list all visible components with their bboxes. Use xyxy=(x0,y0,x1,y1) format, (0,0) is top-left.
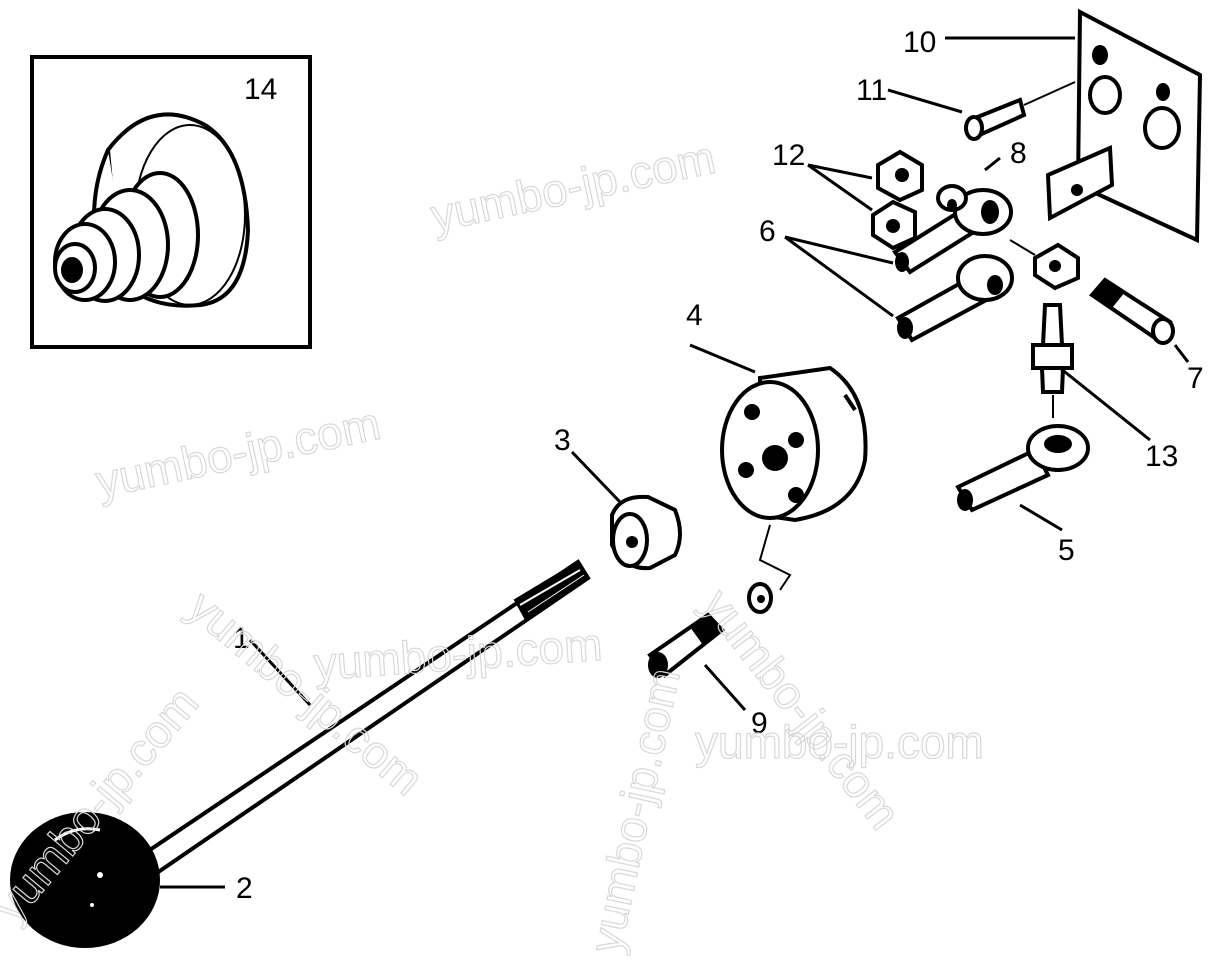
part-11-screw xyxy=(887,81,1076,141)
inset-part-14: 14 xyxy=(30,55,312,349)
part-5-rod-end xyxy=(955,424,1090,532)
watermark-text: yumbo-jp.com xyxy=(426,131,719,242)
callout-12: 12 xyxy=(772,139,805,172)
watermark-text: yumbo-jp.com xyxy=(312,618,604,690)
watermark-text: yumbo-jp.com xyxy=(692,579,911,839)
callout-7: 7 xyxy=(1187,362,1204,395)
callout-4: 4 xyxy=(686,299,703,332)
watermark-text: yumbo-jp.com xyxy=(91,397,384,508)
part-6-rod-ends xyxy=(784,235,1014,343)
callout-9: 9 xyxy=(751,707,768,740)
callout-10: 10 xyxy=(903,26,936,59)
callout-14: 14 xyxy=(244,73,277,106)
part-washer xyxy=(747,582,773,614)
part-2-knob xyxy=(10,812,225,948)
part-13-stud xyxy=(1031,303,1151,442)
part-12-nuts xyxy=(807,149,924,251)
callout-1: 1 xyxy=(233,622,250,655)
part-lock-nut xyxy=(1009,239,1080,291)
callout-2: 2 xyxy=(236,872,253,905)
callout-6: 6 xyxy=(759,215,776,248)
callout-8: 8 xyxy=(1010,137,1027,170)
watermark-text: yumbo-jp.com xyxy=(695,716,984,768)
callout-13: 13 xyxy=(1145,440,1178,473)
callout-5: 5 xyxy=(1058,534,1075,567)
callout-11: 11 xyxy=(856,74,887,107)
watermark-text: yumbo-jp.com xyxy=(579,664,690,957)
part-10-bracket xyxy=(945,8,1203,244)
part-4-pivot-housing xyxy=(689,343,868,591)
part-8-rod-end xyxy=(892,156,1013,275)
part-7-pin xyxy=(1089,277,1190,363)
part-3-nut xyxy=(570,450,682,571)
callout-3: 3 xyxy=(554,424,571,457)
part-9-bolt xyxy=(647,612,747,711)
